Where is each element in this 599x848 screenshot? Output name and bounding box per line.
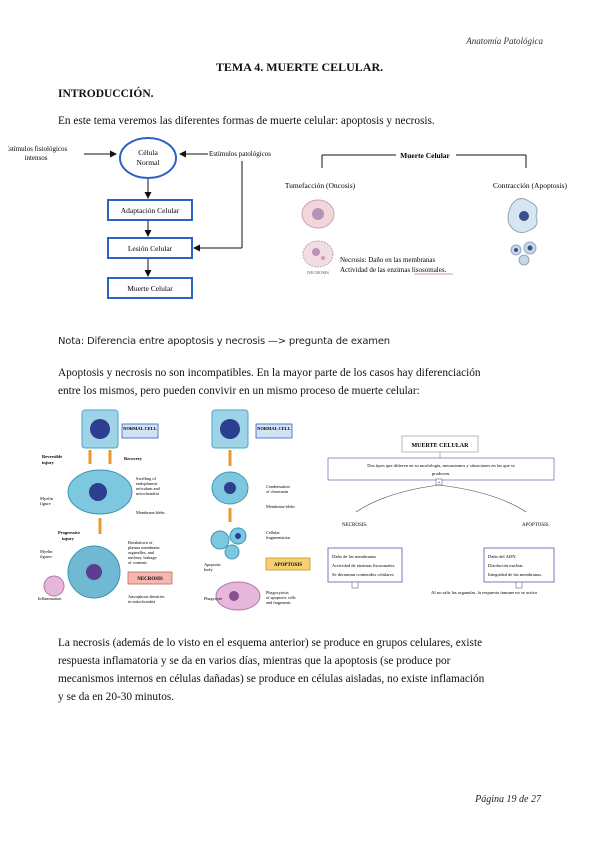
breakdown-label-5: of contents	[128, 560, 147, 565]
phagocyte-label: Phagocyte	[204, 596, 222, 601]
membrane-blebs-label: Membrane blebs	[136, 510, 165, 515]
death-label: Muerte Celular	[127, 284, 173, 293]
paragraph-3-line-2: respuesta inflamatoria y se da en varios…	[58, 655, 451, 667]
phagocytosis-label-2: of apoptotic cells	[266, 595, 296, 600]
stimulus-physiological-2: intensos	[25, 154, 48, 162]
inflammation-label: Inflammation	[38, 596, 62, 601]
normal-cell-node	[119, 137, 177, 179]
mindmap-desc-box	[327, 457, 555, 481]
apoptosis-branch-label: Contracción (Apoptosis)	[493, 181, 567, 190]
progressive-label-2: injury	[62, 536, 75, 541]
breakdown-label: Breakdown of	[128, 540, 153, 545]
stimulus-pathological: Estímulos patológicos	[209, 150, 271, 158]
cell-flow-diagram: Estímulos fisiológicos intensos Célula N…	[8, 137, 271, 299]
membrane-blebs-label-2: Membrane blebs	[266, 504, 295, 509]
fragment-icon	[210, 530, 230, 550]
necrosis-item-2: Actividad de enzimas lisosomales.	[332, 563, 396, 568]
adaptation-box	[107, 199, 193, 221]
page-header: Anatomía Patológica	[466, 36, 543, 46]
death-root-label: Muerte Celular	[400, 151, 450, 160]
necrosis-tag: NECROSIS	[137, 577, 163, 582]
mindmap-desc-2: producen.	[432, 471, 450, 476]
swelling-label-4: mitochondria	[136, 491, 159, 496]
swelling-label-3: reticulum and	[136, 486, 161, 491]
cell-death-mindmap: MUERTE CELULAR Dos tipos que difieren en…	[327, 435, 555, 596]
normal-cell-nucleus-icon	[220, 419, 240, 439]
oncosis-label: Tumefacción (Oncosis)	[285, 181, 356, 190]
paragraph-3-line-1: La necrosis (además de lo visto en el es…	[58, 637, 483, 649]
injury-box	[107, 237, 193, 259]
myelin-label-2: figure	[40, 501, 51, 506]
apoptosis-branch-label-2: APOPTOSIS.	[522, 523, 550, 528]
page-footer: Página 19 de 27	[475, 794, 541, 805]
myelin2-label-2: figures	[40, 554, 52, 559]
condensation-label: Condensation	[266, 484, 290, 489]
page-title: TEMA 4. MUERTE CELULAR.	[215, 60, 384, 74]
intro-heading: INTRODUCCIÓN.	[58, 88, 154, 100]
paragraph-2-line-1: Apoptosis y necrosis no son incompatible…	[58, 367, 481, 379]
apoptosis-item-2: Disolución nuclear.	[488, 563, 524, 568]
phagocytosis-label: Phagocytosis	[266, 590, 289, 595]
apoptotic-body-label-2: body	[204, 567, 213, 572]
necrosis-caption-1: Necrosis: Daño en las membranas	[340, 256, 436, 264]
swelling-label-2: endoplasmic	[136, 481, 158, 486]
apoptosis-item-1: Daño del ADN.	[488, 554, 517, 559]
adaptation-label: Adaptación Celular	[121, 206, 180, 215]
injury-label: Lesión Celular	[128, 244, 173, 253]
normal-cell-tag: NORMAL CELL	[123, 426, 157, 431]
mindmap-title: MUERTE CELULAR	[412, 443, 470, 449]
paragraph-3-line-4: y se da en 20-30 minutos.	[58, 691, 175, 703]
swelling-label: Swelling of	[136, 476, 157, 481]
death-types-diagram: Muerte Celular Tumefacción (Oncosis) Con…	[285, 151, 568, 275]
necrosis-items-box	[327, 547, 403, 583]
reversible-label: Reversible	[42, 454, 62, 459]
necrosis-branch-label: NECROSIS.	[342, 523, 367, 528]
apoptotic-body-label: Apoptotic	[204, 562, 221, 567]
mindmap-desc: Dos tipos que difieren en su morfología,…	[367, 463, 514, 469]
amorphous-label: Amorphous densities	[128, 594, 165, 599]
fragmentation-label: Cellular	[266, 530, 280, 535]
necrosis-caption-2: Actividad de las enzimas lisosomales.	[340, 266, 447, 274]
mindmap-footnote: Al no salir las organelas, la respuesta …	[431, 590, 537, 596]
tiny-necrosis-label: NECROSIS	[307, 270, 329, 275]
recovery-label: Recovery	[124, 456, 143, 461]
fragmentation-label-2: fragmentation	[266, 535, 291, 540]
breakdown-label-3: organelles, and	[128, 550, 155, 556]
necrosis-figure: NORMAL CELL Reversible injury Recovery M…	[38, 409, 173, 604]
paragraph-2-line-2: entre los mismos, pero pueden convivir e…	[58, 385, 420, 397]
stimulus-physiological: Estímulos fisiológicos	[8, 145, 67, 153]
myelin2-label: Myelin	[40, 549, 53, 554]
nucleus-icon	[312, 208, 324, 220]
apoptosis-item-3: Integridad de las membranas.	[488, 572, 542, 577]
myelin-label: Myelin	[40, 496, 54, 501]
reversible-label-2: injury	[42, 460, 55, 465]
breakdown-label-2: plasma membrane,	[128, 545, 160, 551]
necrosis-item-3: Se derraman contenidos celulares	[332, 572, 394, 577]
intro-text: En este tema veremos las diferentes form…	[58, 115, 435, 127]
normal-cell-label-2: Normal	[137, 158, 160, 167]
normal-cell-nucleus-icon	[90, 419, 110, 439]
normal-cell-tag-2: NORMAL CELL	[257, 426, 291, 431]
necrosis-item-1: Daño de las membranas	[332, 554, 376, 559]
paragraph-3-line-3: mecanismos internos en células dañadas) …	[58, 673, 485, 685]
amorphous-label-2: in mitochondria	[128, 599, 155, 604]
death-box	[107, 277, 193, 299]
progressive-label: Progressive	[58, 530, 80, 535]
svg-text:+: +	[438, 481, 441, 486]
apoptosis-tag: APOPTOSIS	[274, 563, 302, 568]
inflammation-cell-icon	[43, 575, 65, 597]
normal-cell-label: Célula	[138, 148, 158, 157]
breakdown-label-4: nucleus; leakage	[128, 555, 157, 560]
phagocytosis-label-3: and fragments	[266, 600, 291, 605]
condensation-label-2: of chromatin	[266, 489, 289, 494]
apoptosis-figure: NORMAL CELL Condensation of chromatin Me…	[204, 409, 311, 611]
exam-note: Nota: Diferencia entre apoptosis y necro…	[58, 336, 390, 347]
apoptosis-items-box	[483, 547, 555, 583]
